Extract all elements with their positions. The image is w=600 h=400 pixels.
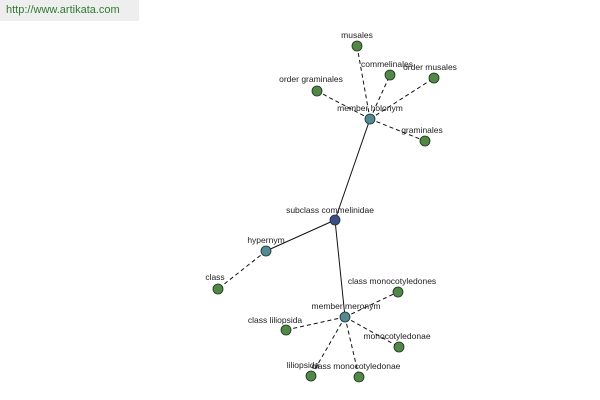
edge-member-meronym-class-monocotyledonae (344, 316, 360, 378)
leaf-node-monocotyledonae[interactable] (393, 341, 405, 353)
leaf-node-musales[interactable] (351, 40, 363, 52)
leaf-node-graminales[interactable] (419, 135, 431, 147)
leaf-node-class-monocotyledonae[interactable] (353, 371, 365, 383)
edge-member-holonym-order-graminales (316, 90, 371, 120)
leaf-label-class-liliopsida[interactable]: class liliopsida (248, 315, 303, 325)
edge-member-holonym-order-musales (369, 77, 435, 120)
leaf-label-graminales[interactable]: graminales (401, 125, 443, 135)
edge-root-hypernym (265, 219, 336, 252)
nodes-layer (212, 40, 440, 383)
leaf-label-class-monocotyledones[interactable]: class monocotyledones (348, 276, 436, 286)
relation-label-hypernym[interactable]: hypernym (247, 235, 284, 245)
relation-node-member-meronym[interactable] (339, 311, 351, 323)
leaf-label-commelinales[interactable]: commelinales (361, 59, 413, 69)
leaf-node-commelinales[interactable] (384, 69, 396, 81)
edge-member-meronym-liliopsida (310, 316, 346, 377)
edge-root-member-holonym (334, 118, 371, 221)
edge-member-holonym-commelinales (369, 74, 391, 120)
edge-member-holonym-musales (356, 45, 371, 120)
edge-hypernym-class (217, 250, 267, 290)
leaf-node-class-liliopsida[interactable] (280, 324, 292, 336)
relation-node-member-holonym[interactable] (364, 113, 376, 125)
leaf-label-musales[interactable]: musales (341, 30, 373, 40)
leaf-label-monocotyledonae[interactable]: monocotyledonae (363, 331, 430, 341)
leaf-label-liliopsida[interactable]: liliopsida (287, 360, 320, 370)
leaf-label-order-graminales[interactable]: order graminales (279, 74, 343, 84)
leaf-label-class[interactable]: class (205, 272, 224, 282)
edge-member-meronym-monocotyledonae (344, 316, 400, 348)
edge-member-meronym-class-monocotyledones (344, 291, 399, 318)
root-node-root[interactable] (329, 214, 341, 226)
leaf-node-class[interactable] (212, 283, 224, 295)
leaf-node-order-graminales[interactable] (311, 85, 323, 97)
relation-node-hypernym[interactable] (260, 245, 272, 257)
edge-member-meronym-class-liliopsida (285, 316, 346, 331)
edge-root-member-meronym (334, 219, 346, 318)
edge-member-holonym-graminales (369, 118, 426, 142)
leaf-node-order-musales[interactable] (428, 72, 440, 84)
source-link[interactable]: http://www.artikata.com (6, 4, 120, 16)
leaf-node-class-monocotyledones[interactable] (392, 286, 404, 298)
relation-label-member-meronym[interactable]: member meronym (312, 301, 381, 311)
leaf-node-liliopsida[interactable] (305, 370, 317, 382)
leaf-label-order-musales[interactable]: order musales (403, 62, 457, 72)
leaf-label-class-monocotyledonae[interactable]: class monocotyledonae (312, 361, 401, 371)
relation-label-member-holonym[interactable]: member holonym (337, 103, 403, 113)
root-label-root[interactable]: subclass commelinidae (286, 205, 374, 215)
source-banner: http://www.artikata.com (0, 0, 139, 21)
edges-layer (217, 45, 435, 378)
